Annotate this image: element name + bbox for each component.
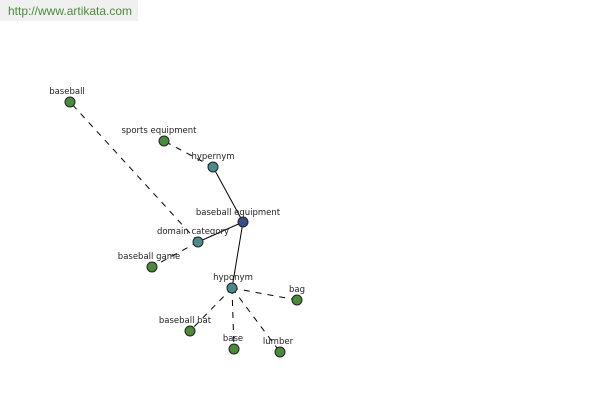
node-label-sports-equipment[interactable]: sports equipment: [122, 126, 198, 136]
node-label-hypernym[interactable]: hypernym: [191, 152, 234, 162]
node-label-hyponym[interactable]: hyponym: [213, 273, 253, 283]
edge-domain-category-to-baseball: [69, 101, 199, 243]
site-banner: http://www.artikata.com: [0, 0, 138, 21]
node-hyponym[interactable]: [226, 282, 238, 294]
node-label-baseball-bat[interactable]: baseball bat: [159, 316, 212, 326]
node-bag[interactable]: [291, 294, 303, 306]
edge-hyponym-to-lumber: [231, 287, 281, 353]
node-label-lumber[interactable]: lumber: [263, 337, 294, 347]
node-label-base[interactable]: base: [223, 334, 243, 344]
node-baseball-game[interactable]: [146, 261, 158, 273]
node-baseball-equipment[interactable]: [237, 216, 249, 228]
edge-hypernym-to-sports-equipment: [163, 140, 214, 168]
edge-baseball-equipment-to-domain-category: [197, 221, 244, 243]
node-label-bag[interactable]: bag: [289, 285, 305, 295]
edge-hyponym-to-base: [231, 287, 235, 350]
node-sports-equipment[interactable]: [158, 135, 170, 147]
edge-baseball-equipment-to-hypernym: [212, 166, 244, 223]
node-baseball-bat[interactable]: [184, 325, 196, 337]
site-url-link[interactable]: http://www.artikata.com: [8, 4, 133, 18]
node-hypernym[interactable]: [207, 161, 219, 173]
edge-hyponym-to-baseball-bat: [189, 287, 233, 332]
edge-hyponym-to-bag: [231, 287, 298, 301]
labels-layer: baseball sports equipment hypernym baseball…: [49, 87, 305, 347]
node-domain-category[interactable]: [192, 236, 204, 248]
node-base[interactable]: [228, 343, 240, 355]
node-label-baseball[interactable]: baseball: [49, 87, 85, 97]
edge-domain-category-to-baseball-game: [151, 241, 199, 268]
edges-layer: [69, 101, 298, 353]
nodes-layer: [64, 96, 303, 358]
node-label-domain-category[interactable]: domain category: [157, 227, 229, 237]
node-baseball[interactable]: [64, 96, 76, 108]
node-label-baseball-game[interactable]: baseball game: [118, 252, 180, 262]
node-lumber[interactable]: [274, 346, 286, 358]
node-label-baseball-equipment[interactable]: baseball equipment: [196, 208, 281, 218]
edge-baseball-equipment-to-hyponym: [231, 221, 244, 289]
